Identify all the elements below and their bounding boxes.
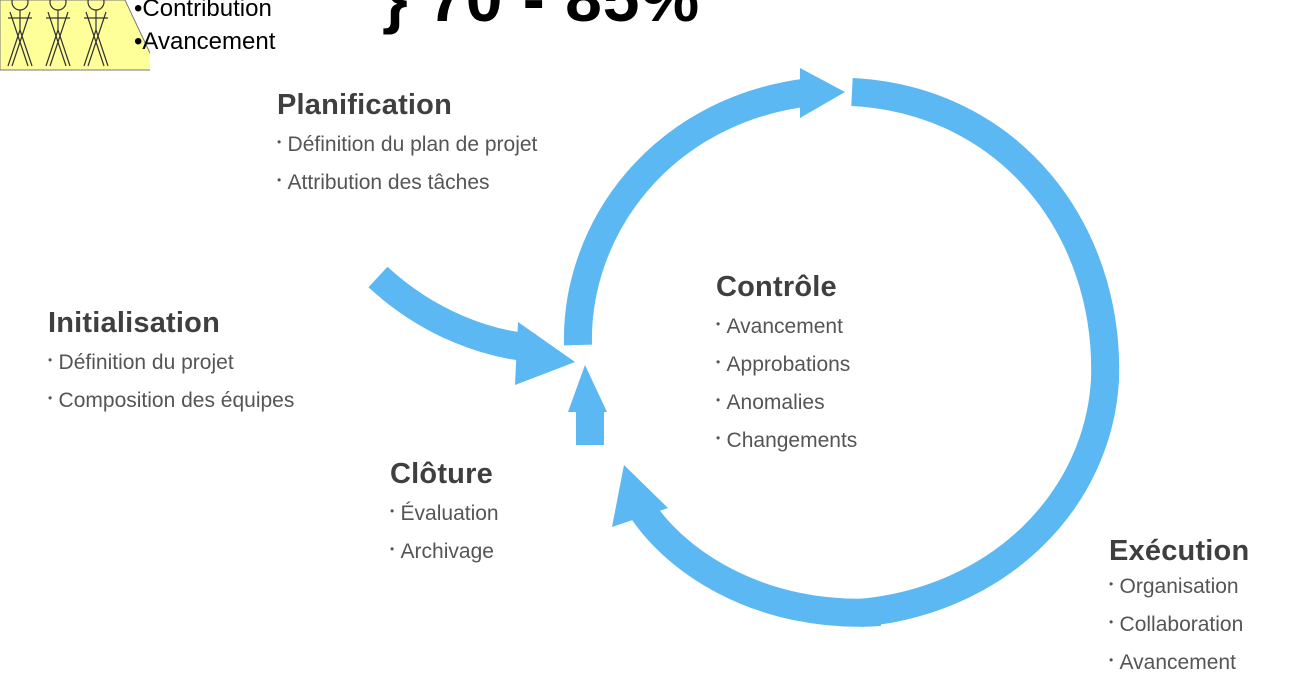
phase-item: Avancement xyxy=(1109,644,1249,682)
arrow-planification xyxy=(563,78,812,346)
phase-item-list: Définition du plan de projet Attribution… xyxy=(277,126,538,202)
percentage-heading: } 70 - 85% xyxy=(382,0,700,36)
phase-initialisation: Initialisation Définition du projet Comp… xyxy=(48,306,294,420)
arrow-initialisation xyxy=(368,266,537,362)
arrowhead-planification xyxy=(800,68,845,118)
phase-cloture: Clôture Évaluation Archivage xyxy=(390,457,499,571)
phase-item-list: Avancement Approbations Anomalies Change… xyxy=(716,308,858,460)
header-bullet-item: Avancement xyxy=(134,25,275,58)
phase-title: Planification xyxy=(277,89,453,121)
phase-item-list: Définition du projet Composition des équ… xyxy=(48,344,295,420)
phase-item-list: Évaluation Archivage xyxy=(390,495,499,571)
phase-title: Clôture xyxy=(390,458,493,490)
phase-item: Avancement xyxy=(716,308,857,346)
phase-item: Composition des équipes xyxy=(48,382,295,420)
phase-item: Collaboration xyxy=(1109,606,1249,644)
phase-item-list: Organisation Collaboration Avancement xyxy=(1109,568,1249,682)
phase-title: Exécution xyxy=(1109,535,1250,567)
phase-item: Changements xyxy=(716,422,858,460)
phase-execution: Exécution Organisation Collaboration Ava… xyxy=(1109,534,1249,682)
phase-controle: Contrôle Avancement Approbations Anomali… xyxy=(716,270,857,460)
arrow-controle xyxy=(851,78,1120,627)
phase-item: Définition du plan de projet xyxy=(277,126,538,164)
arrowhead-execution xyxy=(612,465,668,527)
arrowhead-cloture xyxy=(568,365,607,412)
phase-item: Approbations xyxy=(716,346,857,384)
phase-item: Anomalies xyxy=(716,384,857,422)
phase-item: Définition du projet xyxy=(48,344,294,382)
phase-item: Attribution des tâches xyxy=(277,164,537,202)
phase-item: Évaluation xyxy=(390,495,499,533)
header-bullet-item: Contribution xyxy=(134,0,275,25)
team-icon xyxy=(0,0,150,71)
arrowhead-initialisation xyxy=(515,322,575,385)
arrow-execution xyxy=(623,492,881,627)
phase-item: Organisation xyxy=(1109,568,1249,606)
phase-title: Initialisation xyxy=(48,307,220,339)
header-bullet-list: Contribution Avancement xyxy=(134,0,275,58)
phase-item: Archivage xyxy=(390,533,499,571)
phase-title: Contrôle xyxy=(716,271,837,303)
phase-planification: Planification Définition du plan de proj… xyxy=(277,88,537,202)
